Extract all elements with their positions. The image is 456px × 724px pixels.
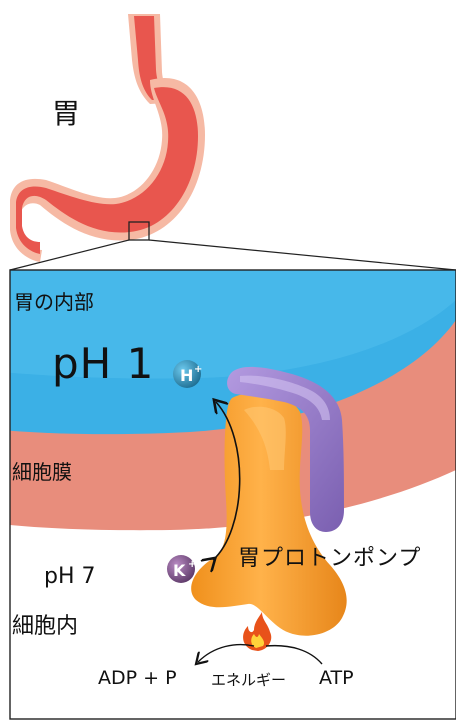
intracellular-label: 細胞内 bbox=[12, 616, 78, 638]
stomach-interior-label: 胃の内部 bbox=[14, 292, 94, 312]
zoom-line-right bbox=[149, 240, 456, 270]
potassium-ion-charge: + bbox=[188, 559, 196, 570]
potassium-ion-symbol: K bbox=[173, 561, 186, 580]
hydrogen-ion-charge: + bbox=[194, 364, 202, 375]
cell-ph-label: pH 7 bbox=[44, 566, 96, 588]
interior-ph-label: pH 1 bbox=[52, 343, 154, 385]
stomach-illustration bbox=[10, 14, 205, 262]
proton-pump-label: 胃プロトンポンプ bbox=[238, 548, 421, 570]
cell-membrane-label: 細胞膜 bbox=[12, 462, 72, 482]
hydrogen-ion-symbol: H bbox=[180, 366, 193, 385]
energy-label: エネルギー bbox=[211, 673, 286, 688]
adp-label: ADP + P bbox=[98, 669, 177, 688]
atp-label: ATP bbox=[319, 669, 354, 688]
stomach-label: 胃 bbox=[52, 100, 80, 128]
